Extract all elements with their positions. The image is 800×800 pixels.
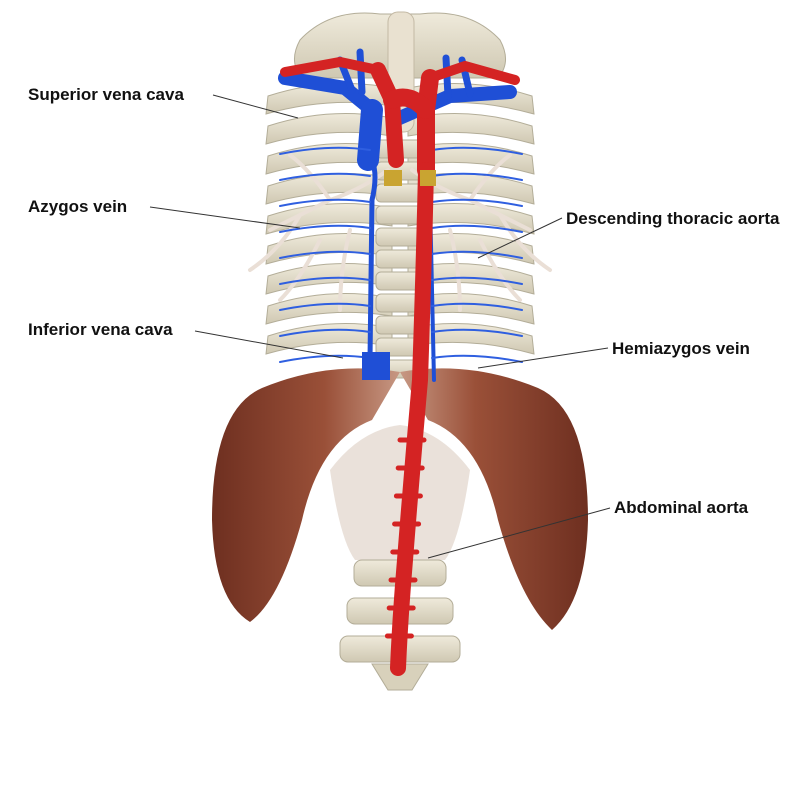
bronchus	[478, 238, 522, 302]
leader-superior-vena-cava	[212, 94, 299, 119]
rib-left	[265, 203, 393, 235]
label-superior-vena-cava: Superior vena cava	[28, 85, 184, 104]
leader-inferior-vena-cava	[194, 330, 344, 359]
leader-lines	[149, 94, 611, 559]
leader-descending-thoracic-aorta	[477, 217, 563, 259]
intercostal-vein-left	[279, 198, 371, 207]
intercostal-vein-right	[431, 172, 523, 181]
rib-right	[407, 293, 535, 325]
label-inferior-vena-cava: Inferior vena cava	[28, 320, 173, 339]
intercostal-vein-left	[279, 276, 371, 285]
intercostal-vein-right	[431, 354, 523, 363]
rib-right	[407, 203, 535, 235]
bronchus	[288, 153, 332, 202]
label-descending-thoracic-aorta: Descending thoracic aorta	[566, 209, 780, 228]
intercostal-vein-left	[279, 146, 371, 155]
bronchus	[468, 153, 512, 202]
intercostal-vein-left	[279, 302, 371, 311]
rib-left	[265, 293, 393, 325]
intercostal-vein-right	[431, 198, 523, 207]
intercostal-vein-left	[279, 354, 371, 363]
intercostal-vein-right	[431, 328, 523, 337]
diaphragm	[212, 368, 588, 630]
intercostal-vein-right	[431, 250, 523, 259]
rib-left	[265, 323, 393, 355]
venous-system	[278, 48, 523, 382]
leader-azygos-vein	[149, 206, 301, 229]
label-azygos-vein: Azygos vein	[28, 197, 128, 216]
intercostal-vein-right	[431, 146, 523, 155]
label-abdominal-aorta: Abdominal aorta	[614, 498, 749, 517]
bronchus	[498, 213, 552, 272]
intercostal-vein-left	[279, 224, 371, 233]
intercostal-vein-right	[431, 302, 523, 311]
intercostal-vein-right	[431, 276, 523, 285]
rib-right	[407, 113, 535, 145]
label-hemiazygos-vein: Hemiazygos vein	[612, 339, 750, 358]
bronchus	[448, 228, 462, 312]
bronchus	[338, 228, 352, 312]
bronchus	[248, 213, 302, 272]
leader-hemiazygos-vein	[477, 347, 609, 369]
intercostal-vein-right	[431, 224, 523, 233]
bronchus	[278, 238, 322, 302]
leader-abdominal-aorta	[427, 507, 611, 559]
intercostal-vein-left	[279, 250, 371, 259]
intercostal-vein-left	[279, 172, 371, 181]
sacrum	[371, 663, 429, 691]
arterial-system	[280, 56, 520, 676]
intercostal-vein-left	[279, 328, 371, 337]
vertebra	[375, 183, 425, 203]
